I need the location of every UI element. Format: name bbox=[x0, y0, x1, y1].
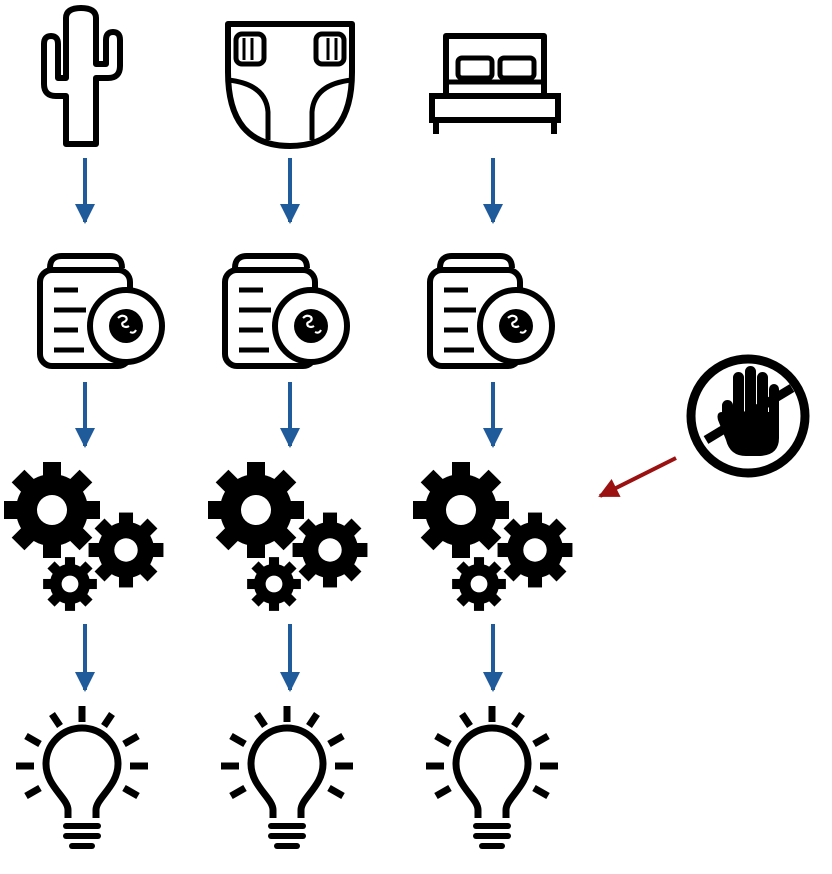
gears-icon bbox=[4, 462, 164, 611]
lightbulb-icon bbox=[221, 706, 353, 846]
pipeline-column-1 bbox=[4, 5, 164, 846]
pipeline-column-2 bbox=[208, 21, 368, 846]
pipeline-column-3 bbox=[413, 33, 573, 846]
document-camera-icon bbox=[430, 256, 552, 366]
gears-icon bbox=[413, 462, 573, 611]
cactus-icon bbox=[41, 5, 123, 147]
document-camera-icon bbox=[40, 256, 162, 366]
blocker-arrow bbox=[598, 456, 677, 498]
bed-icon bbox=[429, 33, 561, 134]
lightbulb-icon bbox=[426, 706, 558, 846]
lightbulb-icon bbox=[16, 706, 148, 846]
stop-hand-icon bbox=[686, 354, 810, 478]
document-camera-icon bbox=[225, 256, 347, 366]
gears-icon bbox=[208, 462, 368, 611]
diaper-icon bbox=[225, 21, 355, 149]
